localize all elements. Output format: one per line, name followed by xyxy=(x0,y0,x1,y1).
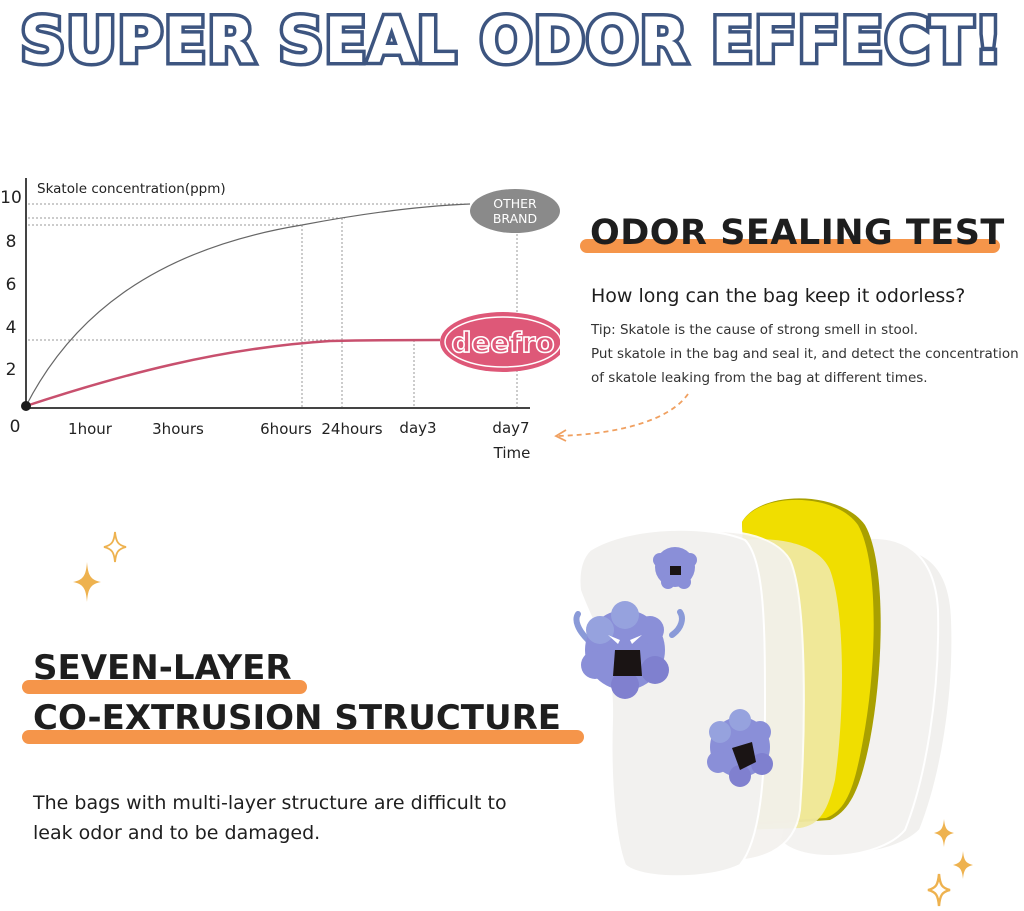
y-axis-label: Skatole concentration(ppm) xyxy=(37,181,226,197)
svg-text:day3: day3 xyxy=(399,419,436,437)
co-extrusion-highlight xyxy=(22,730,584,744)
germ-small-icon xyxy=(653,547,697,589)
x-tick-labels: 1hour 3hours 6hours 24hours day3 day7 xyxy=(68,419,530,438)
deefro-logo-legend: deefro xyxy=(440,312,560,372)
svg-text:BRAND: BRAND xyxy=(493,211,537,226)
svg-text:4: 4 xyxy=(6,318,17,338)
tip-line: Tip: Skatole is the cause of strong smel… xyxy=(591,322,919,338)
description-line: The bags with multi-layer structure are … xyxy=(33,792,507,814)
svg-text:10: 10 xyxy=(0,188,22,208)
other-brand-curve xyxy=(25,203,471,407)
sparkle-filled-icon xyxy=(934,819,954,847)
y-tick-labels: 10 8 6 4 2 0 xyxy=(0,188,22,437)
tip-line: of skatole leaking from the bag at diffe… xyxy=(591,370,928,386)
other-brand-legend: OTHER BRAND xyxy=(470,189,560,233)
dashed-arrow-icon xyxy=(554,393,689,442)
svg-text:6: 6 xyxy=(6,275,17,295)
sparkle-outline-icon xyxy=(927,873,951,907)
svg-text:deefro: deefro xyxy=(451,326,554,359)
tip-line: Put skatole in the bag and seal it, and … xyxy=(591,346,1019,362)
svg-text:OTHER: OTHER xyxy=(493,196,537,211)
seven-layer-highlight xyxy=(22,680,307,694)
germ-large-icon xyxy=(573,601,685,699)
co-extrusion-heading: CO-EXTRUSION STRUCTURE xyxy=(33,698,561,738)
odor-sealing-heading: ODOR SEALING TEST xyxy=(590,213,1005,253)
svg-text:1hour: 1hour xyxy=(68,420,113,438)
svg-text:day7: day7 xyxy=(492,419,529,437)
sparkle-outline-icon xyxy=(103,531,127,563)
reference-lines xyxy=(28,203,518,408)
svg-text:8: 8 xyxy=(6,232,17,252)
svg-text:0: 0 xyxy=(10,417,21,437)
description-line: leak odor and to be damaged. xyxy=(33,822,321,844)
germ-medium-icon xyxy=(707,709,773,787)
sparkle-filled-icon xyxy=(73,562,101,602)
page-title: SUPER SEAL ODOR EFFECT! xyxy=(0,0,1024,81)
svg-text:6hours: 6hours xyxy=(260,420,312,438)
sparkle-filled-icon xyxy=(953,851,973,879)
odor-question: How long can the bag keep it odorless? xyxy=(591,285,966,307)
seven-layer-illustration xyxy=(573,498,954,878)
title-text: SUPER SEAL ODOR EFFECT! xyxy=(21,4,1004,77)
structure-description: The bags with multi-layer structure are … xyxy=(33,788,507,848)
svg-text:24hours: 24hours xyxy=(321,420,382,438)
svg-text:3hours: 3hours xyxy=(152,420,204,438)
seven-layer-heading: SEVEN-LAYER xyxy=(33,648,292,688)
origin-dot xyxy=(21,401,31,411)
deefro-curve xyxy=(25,338,441,408)
svg-text:2: 2 xyxy=(6,360,17,380)
odor-heading-highlight xyxy=(580,239,1000,253)
skatole-chart: Skatole concentration(ppm) 10 8 6 4 2 0 … xyxy=(0,170,560,470)
x-axis-label: Time xyxy=(493,444,531,462)
odor-tip-text: Tip: Skatole is the cause of strong smel… xyxy=(591,318,1024,390)
